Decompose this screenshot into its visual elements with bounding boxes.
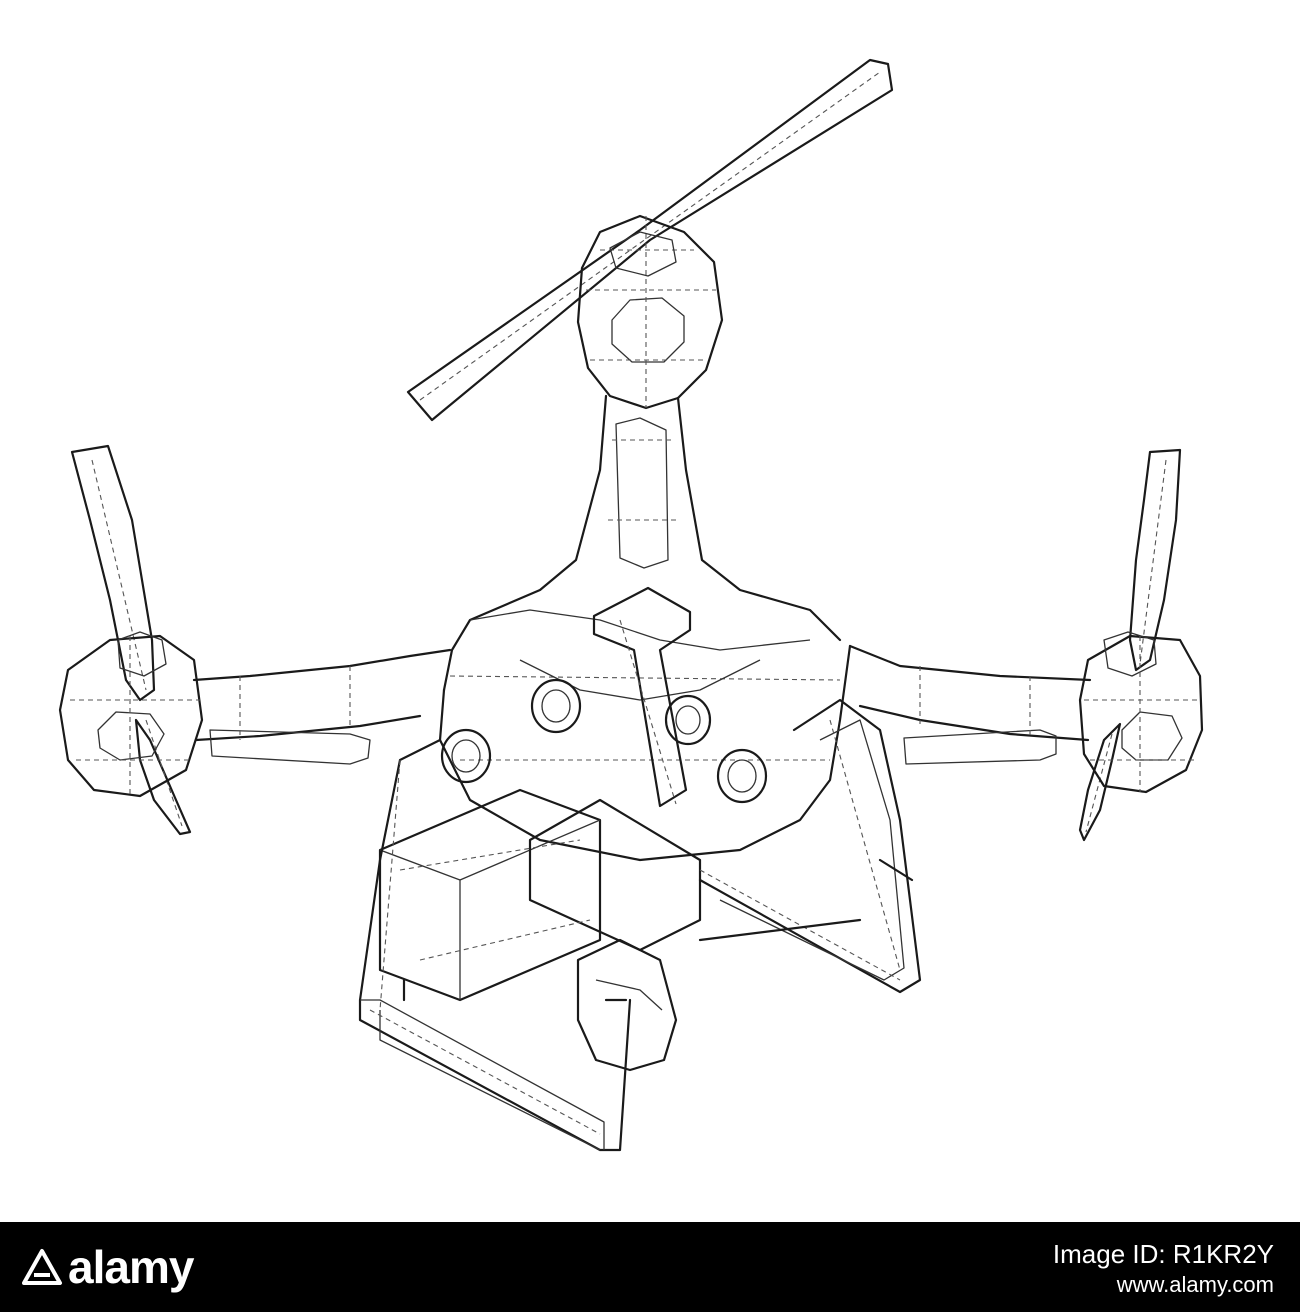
camera-gimbal <box>378 788 702 1072</box>
drone-body <box>438 609 852 862</box>
right-arm <box>848 644 1092 765</box>
left-propeller <box>70 444 192 836</box>
alamy-logo-icon <box>22 1249 62 1285</box>
camera-mount-screws <box>440 678 768 804</box>
image-id: Image ID: R1KR2Y <box>1052 1239 1274 1269</box>
image-meta: Image ID: R1KR2Y www.alamy.com <box>1053 1238 1274 1300</box>
alamy-logo: alamy <box>20 1240 194 1294</box>
antenna <box>592 586 692 808</box>
drone-wireframe-illustration <box>58 58 1204 1152</box>
left-motor-pod <box>58 631 204 798</box>
right-motor-pod <box>1078 631 1204 794</box>
landing-gear-right <box>698 698 922 994</box>
alamy-logo-text: alamy <box>68 1241 194 1293</box>
drone-wireframe-svg <box>58 58 1204 1152</box>
top-motor-pod <box>576 214 724 410</box>
landing-gear-left <box>358 738 632 1152</box>
stock-photo-footer: alamy Image ID: R1KR2Y www.alamy.com <box>0 1222 1300 1312</box>
site-url: www.alamy.com <box>1116 1272 1274 1297</box>
top-arm <box>442 394 842 692</box>
left-arm <box>192 648 452 765</box>
right-propeller <box>1078 448 1182 842</box>
top-propeller <box>406 58 894 422</box>
